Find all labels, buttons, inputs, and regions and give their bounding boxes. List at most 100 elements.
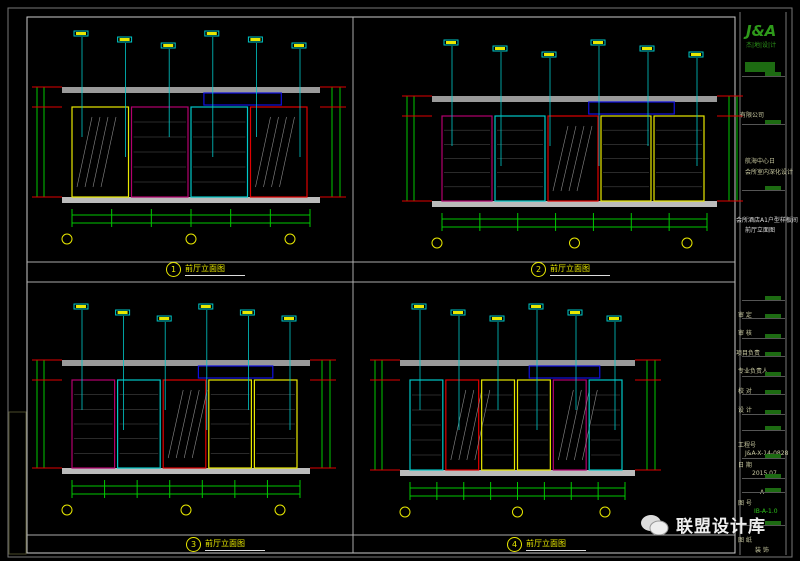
material-tag-text: [531, 305, 541, 308]
view-label-3: 3 前厅立面图: [186, 537, 265, 552]
material-tag: [411, 303, 427, 310]
material-tag-text: [294, 44, 304, 47]
material-tag: [567, 309, 583, 316]
glass-hatch: [92, 116, 109, 188]
section-bubble: [599, 506, 611, 518]
material-tag-text: [163, 44, 174, 47]
company-logo: J&A: [746, 22, 777, 40]
material-tag: [117, 36, 133, 43]
view-title: 前厅立面图: [205, 538, 265, 551]
section-bubble: [284, 233, 296, 245]
material-tag-text: [495, 47, 505, 50]
material-tag-text: [691, 53, 701, 56]
wall-panel: [445, 379, 480, 471]
glass-hatch: [560, 125, 577, 192]
section-bubble: [399, 506, 411, 518]
company-name: 有限公司: [740, 112, 765, 119]
material-tag: [73, 303, 89, 310]
ceiling-detail: [528, 365, 601, 379]
glass-hatch: [566, 389, 582, 461]
view-title: 前厅立面图: [526, 538, 586, 551]
material-tag-text: [414, 305, 424, 308]
title-block-field: [765, 454, 781, 458]
elevation-view: [370, 303, 661, 518]
sheet-label: 图 纸: [738, 537, 752, 544]
watermark: 联盟设计库: [640, 512, 766, 537]
material-tag: [688, 51, 704, 58]
view-label-2: 2 前厅立面图: [531, 262, 610, 277]
glass-hatch: [279, 116, 295, 188]
title-block-field: [765, 390, 781, 394]
ceiling-slab: [62, 360, 310, 366]
wall-panel: [190, 106, 249, 198]
glass-hatch: [271, 116, 287, 188]
material-tag-text: [492, 317, 502, 320]
section-bubble: [512, 506, 523, 518]
field-label: 审 定: [738, 312, 752, 319]
view-number: 3: [186, 537, 201, 552]
material-tag-text: [250, 38, 261, 41]
view-label-1: 1 前厅立面图: [166, 262, 245, 277]
wall-panel: [494, 115, 546, 202]
drawing-title-1: 会所酒店A1户型样板间: [736, 217, 798, 224]
field-label: 项目负责: [736, 350, 761, 357]
material-tag-text: [453, 311, 463, 314]
material-tag-text: [544, 53, 554, 56]
section-bubble: [274, 504, 286, 516]
title-block-divider: [742, 338, 785, 339]
ceiling-slab: [62, 87, 320, 93]
title-block-field: [765, 372, 781, 376]
logo-bar: [745, 62, 775, 72]
section-bubble: [431, 237, 443, 249]
title-block-divider: [742, 124, 785, 125]
wall-panel: [253, 379, 298, 469]
project-line-1: 航海中心日: [745, 158, 776, 165]
material-tag: [247, 36, 263, 43]
glass-hatch: [558, 389, 574, 461]
drawing-title-2: 前厅立面图: [745, 227, 776, 234]
glass-hatch: [450, 389, 467, 461]
watermark-text: 联盟设计库: [676, 517, 766, 537]
material-tag-text: [593, 41, 603, 44]
material-tag-text: [609, 317, 619, 320]
floor-slab: [62, 468, 310, 474]
glass-hatch: [574, 389, 590, 461]
material-tag: [291, 42, 307, 49]
glass-hatch: [84, 116, 101, 188]
view-number: 4: [507, 537, 522, 552]
glass-hatch: [576, 125, 593, 192]
drawing-no: IB-A-1.0: [754, 508, 778, 515]
glass-hatch: [255, 116, 271, 188]
floor-slab: [400, 470, 635, 476]
title-block-divider: [742, 376, 785, 377]
glass-hatch: [191, 389, 208, 459]
material-tag: [115, 309, 131, 316]
material-tag-text: [206, 32, 217, 35]
ceiling-slab: [400, 360, 635, 366]
date: 2015.07: [752, 470, 777, 477]
wall-panel: [516, 379, 551, 471]
wall-panel: [71, 379, 116, 469]
wall-panel: [409, 379, 444, 471]
material-tag-text: [76, 32, 86, 35]
title-block-field: [765, 120, 781, 124]
glass-hatch: [582, 389, 598, 461]
glass-hatch: [552, 125, 569, 192]
material-tag: [160, 42, 176, 49]
material-tag: [492, 45, 508, 52]
ceiling-slab: [432, 96, 717, 102]
title-block-divider: [742, 525, 785, 526]
material-tag: [443, 39, 459, 46]
title-block-field: [765, 72, 781, 76]
floor-slab: [62, 197, 320, 203]
field-label: 专业负责人: [738, 368, 769, 375]
wall-panel: [130, 106, 189, 198]
view-title: 前厅立面图: [185, 263, 245, 276]
drawing-frame: [7, 7, 793, 558]
material-tag-text: [76, 305, 86, 308]
company-logo-sub: 杰|地|设|计: [746, 42, 777, 49]
material-tag-text: [159, 317, 170, 320]
wall-panel: [71, 106, 130, 198]
material-tag-text: [242, 311, 253, 314]
